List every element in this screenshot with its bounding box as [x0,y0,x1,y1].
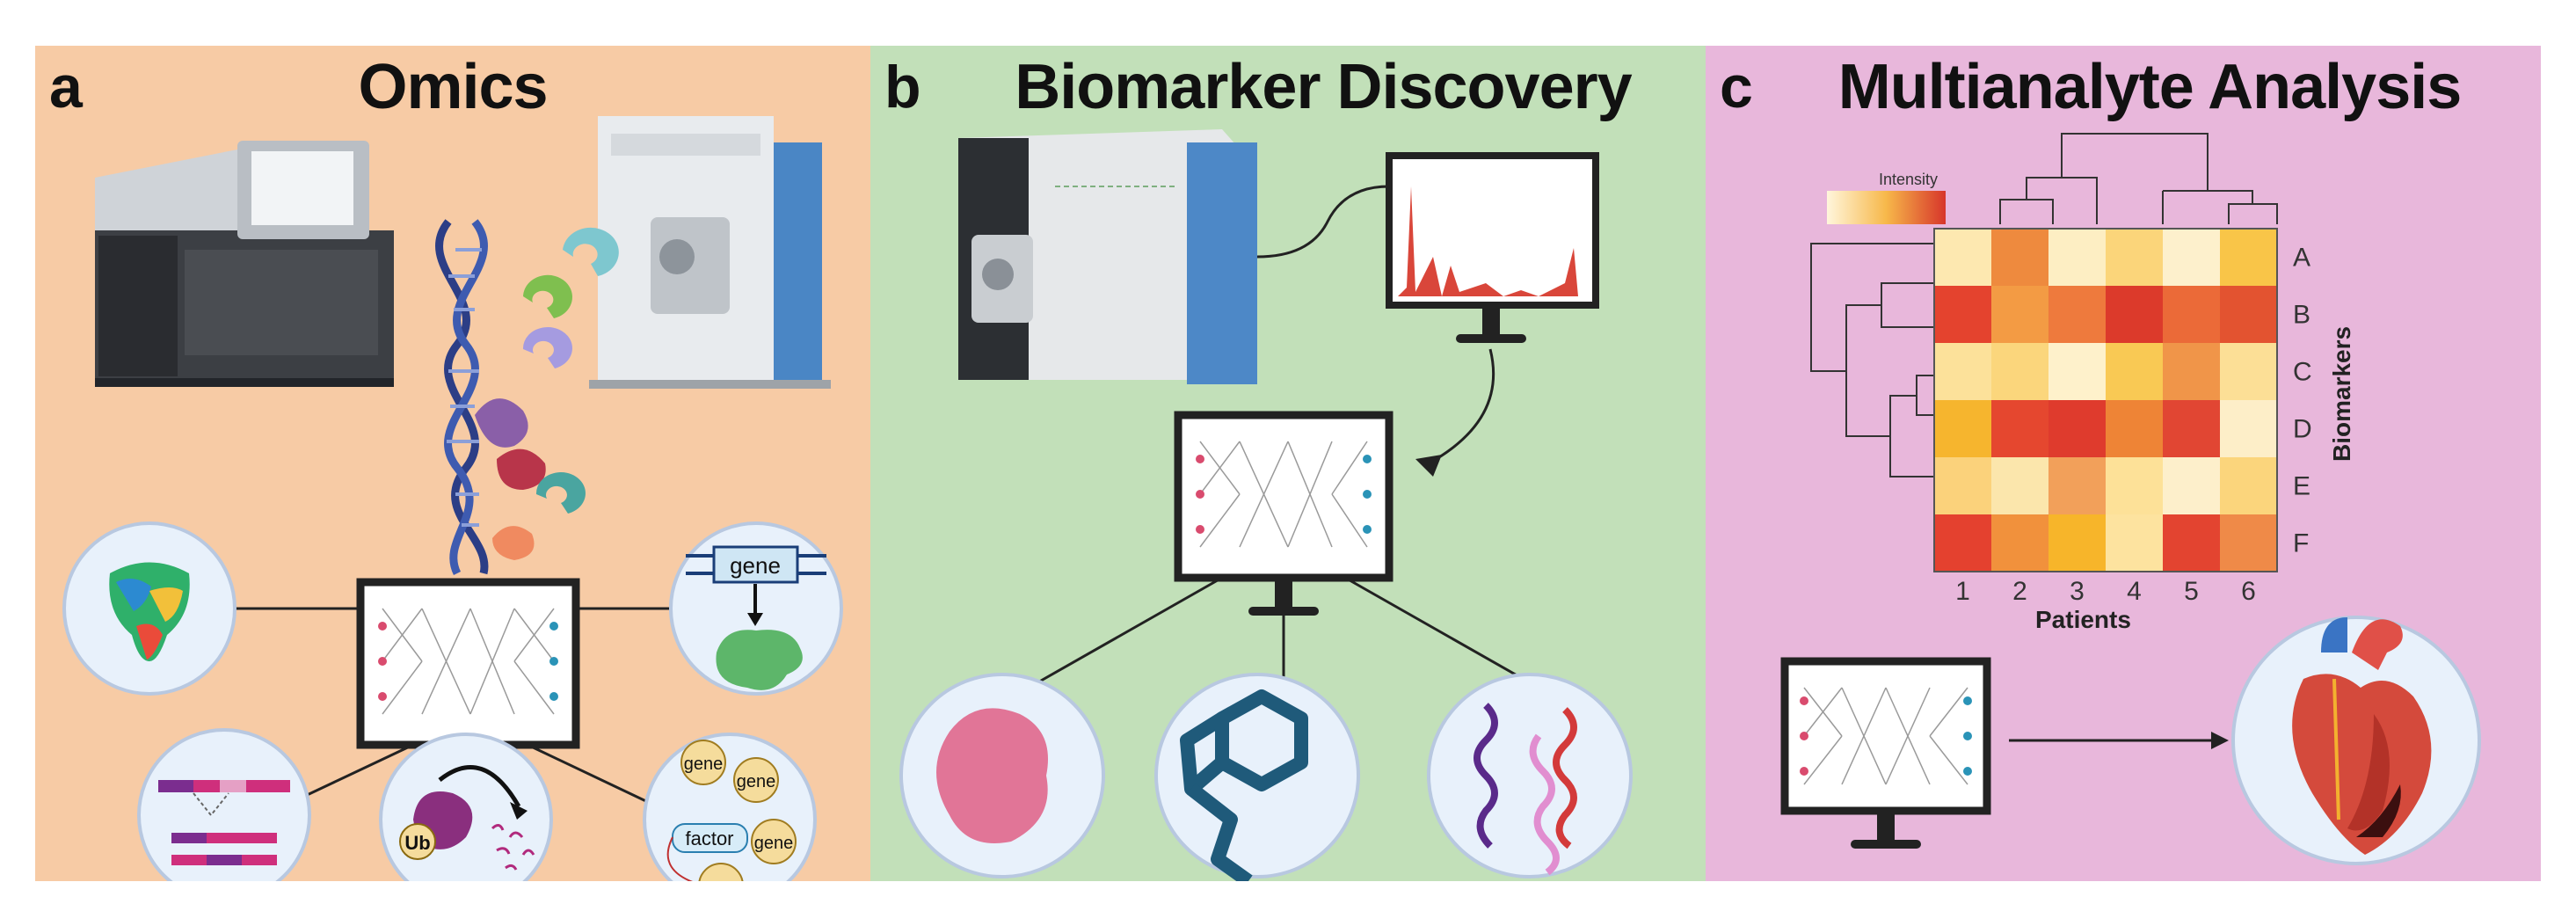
gene-node-label: gene [754,834,794,853]
heatmap-cell [2220,229,2277,286]
factor-label: factor [685,827,733,849]
ubiquitination-circle: Ub [379,733,553,881]
gene-expression-circle: gene [669,521,843,696]
gene-node-label: gene [702,878,741,881]
panel-title-omics: Omics [358,52,548,122]
heatmap-column-labels: 1 2 3 4 5 6 [1955,577,2256,606]
heatmap-cell [2220,514,2277,572]
heatmap-row-label: E [2293,472,2310,501]
row-dendrogram [1810,243,1934,478]
heatmap-cell [2163,400,2220,457]
dna-helix-icon [435,219,489,576]
heatmap-cell [2106,343,2163,400]
panel-letter-c: c [1720,54,1753,120]
protein-structure-circle [62,521,236,696]
heatmap-column-label: 2 [2012,577,2027,606]
heatmap-cell [2220,400,2277,457]
protein-fragments-icon [475,227,619,560]
intensity-gradient-bar [1827,191,1946,224]
heatmap-row-label: A [2293,244,2310,273]
panel-biomarker-discovery: b Biomarker Discovery [870,46,1706,881]
sequencer-icon [95,141,394,387]
heatmap-cell [2048,457,2106,514]
heatmap-cell [2106,514,2163,572]
heatmap-column-label: 1 [1955,577,1970,606]
splicing-circle [137,728,311,881]
panel-title-multianalyte-analysis: Multianalyte Analysis [1837,52,2463,122]
heatmap-cell [1991,400,2048,457]
heatmap-row-label: B [2293,301,2310,330]
column-dendrogram [1999,133,2278,224]
heatmap-column-label: 3 [2070,577,2085,606]
heatmap-grid [1934,229,2277,572]
nucleic-acids-circle [1427,673,1633,878]
spectrum-monitor-icon [1386,152,1599,343]
heatmap-cell [1991,286,2048,343]
heatmap-column-label: 6 [2241,577,2256,606]
heatmap-cell [2163,343,2220,400]
heatmap-column-label: 4 [2127,577,2142,606]
gene-label: gene [730,552,781,579]
small-molecule-circle [1154,673,1360,881]
intensity-legend-label: Intensity [1879,171,1938,188]
ub-label: Ub [404,832,430,854]
neural-network-computer-icon [356,578,580,783]
heatmap-cell [1934,457,1991,514]
panel-title-biomarker-discovery: Biomarker Discovery [1015,52,1632,122]
heatmap-cell [1991,457,2048,514]
heart-circle [2231,616,2481,865]
heatmap-cell [2163,229,2220,286]
heatmap-column-label: 5 [2184,577,2199,606]
heatmap-cell [1934,514,1991,572]
x-axis-title: Patients [2035,606,2131,633]
heatmap-cell [2048,343,2106,400]
heatmap-cell [2220,286,2277,343]
heatmap-row-label: D [2293,415,2312,444]
heatmap-cell [1934,400,1991,457]
gene-node-label: gene [737,772,776,791]
omics-illustration: gene Ub [62,116,843,881]
heatmap-cell [2106,400,2163,457]
heatmap-cell [2220,343,2277,400]
heatmap-cell [2106,457,2163,514]
heatmap-cell [1991,343,2048,400]
biomarker-illustration [899,129,1633,881]
panel-letter-a: a [49,54,83,120]
heatmap-cell [2048,229,2106,286]
heatmap-cell [2106,286,2163,343]
heatmap-row-label: F [2293,529,2309,558]
lc-ms-instrument-icon [958,129,1257,384]
gene-node-label: gene [684,755,724,774]
y-axis-title: Biomarkers [2328,326,2355,462]
heatmap-cell [2163,286,2220,343]
heatmap-cell [1934,286,1991,343]
heatmap-cell [1934,343,1991,400]
heatmap-cell [2220,457,2277,514]
panel-multianalyte-analysis: c Multianalyte Analysis Intensity [1706,46,2541,881]
heatmap-cell [2048,400,2106,457]
panel-letter-b: b [884,54,921,120]
heatmap-row-label: C [2293,358,2312,387]
neural-network-computer-icon [1174,411,1394,616]
protein-circle [899,673,1105,878]
intensity-legend: Intensity [1827,171,1946,224]
neural-network-computer-icon [1780,657,1991,849]
heatmap-cell [1991,514,2048,572]
gene-regulation-circle: factor gene gene gene gene [643,733,817,881]
panel-omics: a Omics [35,46,870,881]
heatmap-cell [1934,229,1991,286]
cable [1256,185,1390,259]
heatmap-border [1933,228,2278,572]
heatmap-cell [2163,514,2220,572]
heatmap-cell [2106,229,2163,286]
heatmap-cell [2048,286,2106,343]
mass-spectrometer-icon [589,116,831,389]
heatmap-cell [2163,457,2220,514]
heatmap-cell [1991,229,2048,286]
heatmap-cell [2048,514,2106,572]
